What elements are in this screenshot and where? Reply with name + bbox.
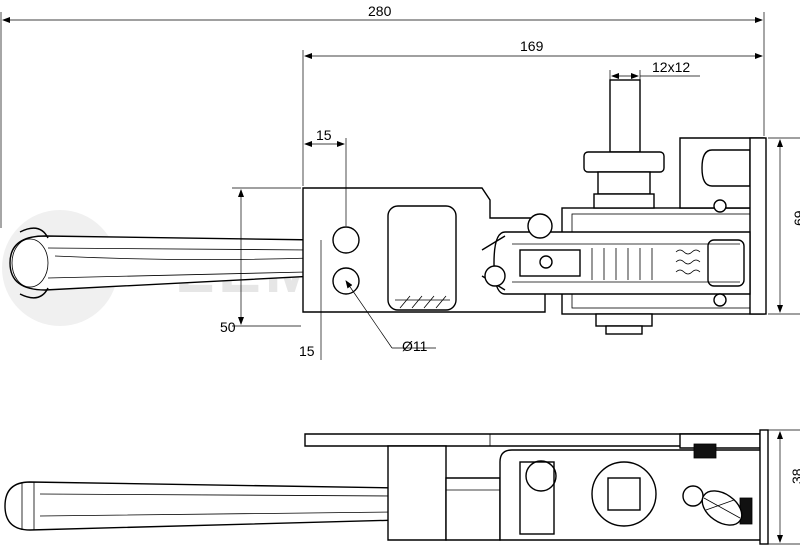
lock-body-top: [481, 137, 767, 315]
dimension-label-280: 280: [368, 3, 392, 19]
dimension-overall-length: 280: [0, 3, 765, 228]
dimension-hole-offset-y: 15: [299, 240, 322, 360]
dimension-label-38: 38: [789, 468, 800, 484]
handle-side: [4, 481, 447, 535]
mounting-hole-bottom: [332, 267, 360, 295]
dimension-label-50: 50: [220, 319, 236, 335]
dimension-hole-offset-x: 15: [304, 127, 347, 226]
top-view: 280 169 12x12 15 15: [0, 3, 800, 360]
dimension-label-15-vertical: 15: [299, 343, 315, 359]
mounting-hole-top: [332, 226, 360, 254]
dimension-body-height: 69: [768, 137, 800, 315]
dimension-hole-diameter: Ø11: [345, 280, 436, 354]
dimension-label-diameter: Ø11: [402, 338, 428, 354]
dimension-body-length: 169: [302, 38, 763, 186]
dimension-label-169: 169: [520, 38, 544, 54]
dimension-label-69: 69: [791, 210, 800, 226]
square-drive-socket: [607, 477, 641, 511]
mounting-plate: [302, 187, 546, 313]
lock-body-side: [499, 429, 769, 545]
dimension-square-drive: 12x12: [609, 59, 700, 80]
dimension-side-depth: 38: [768, 429, 800, 545]
dimension-mount-height: 50: [220, 187, 301, 335]
dimension-label-15-horizontal: 15: [316, 127, 332, 143]
square-drive-spindle: [583, 79, 665, 335]
side-view: 38: [4, 429, 800, 545]
dimension-label-12x12: 12x12: [652, 59, 690, 75]
